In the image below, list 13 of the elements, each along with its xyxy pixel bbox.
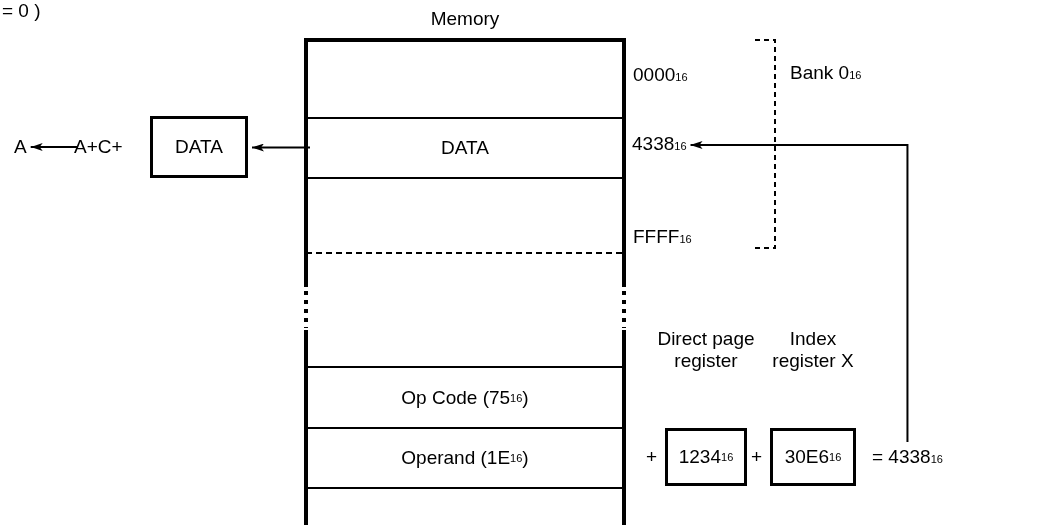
memory-cell: DATA [306, 117, 624, 179]
arrow [689, 141, 909, 443]
plus-sign: + [646, 446, 658, 468]
register-name: Index register X [771, 328, 855, 372]
arrow [29, 143, 79, 151]
register-name: Direct page register [656, 328, 756, 372]
text-label: A [14, 136, 27, 158]
column-heading: Memory [429, 8, 501, 30]
text-label: A+C+ [74, 136, 123, 158]
arrow [251, 143, 311, 152]
note-text: = 0 ) [2, 0, 41, 22]
plus-sign: + [751, 446, 763, 468]
data-box: DATA [150, 116, 248, 178]
